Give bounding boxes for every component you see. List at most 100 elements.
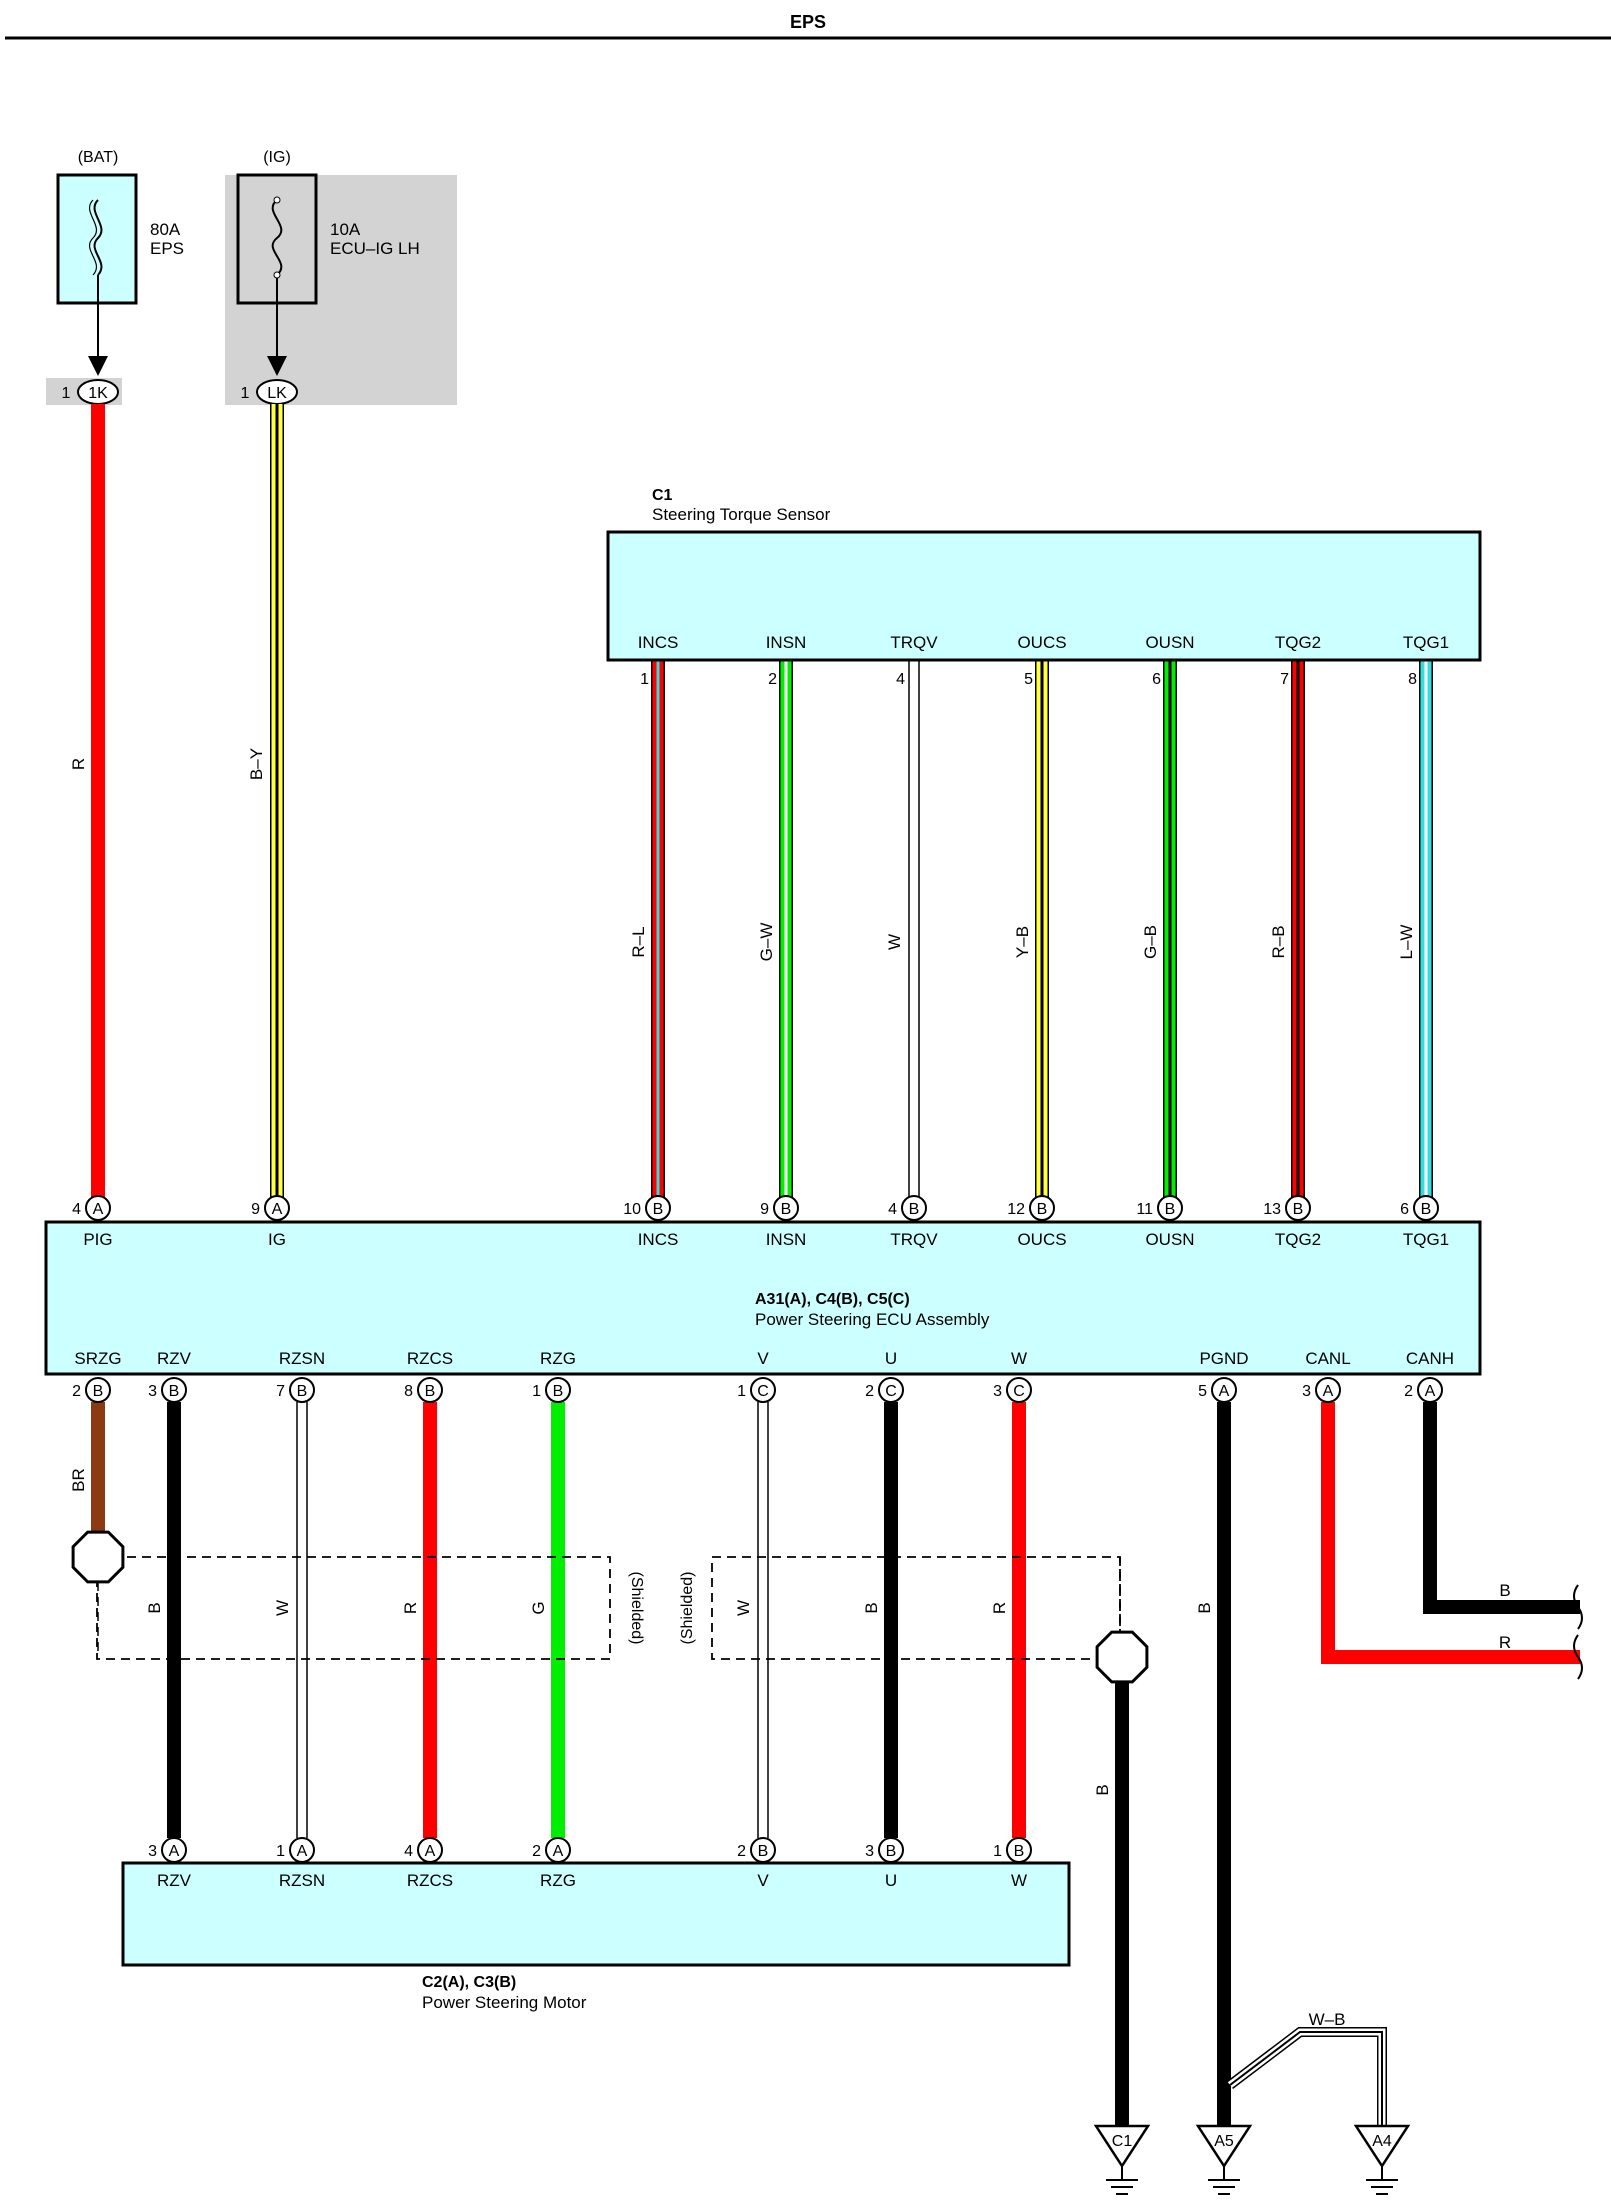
ground-a4-icon: A4 (1353, 2124, 1411, 2195)
ecu-connector-rzv: B3 (148, 1377, 187, 1403)
svg-text:2: 2 (72, 1383, 81, 1400)
bat-pin: 1 (62, 385, 71, 402)
shield-right-label: (Shielded) (679, 1572, 696, 1645)
svg-text:B: B (93, 1383, 104, 1400)
ecu-connector-v: C1 (737, 1377, 776, 1403)
svg-text:4: 4 (72, 1201, 81, 1218)
bat-fuse-name: EPS (150, 239, 184, 258)
ecu-terminal-pig: PIG (83, 1230, 112, 1249)
wire-ground-link-label: W–B (1309, 2010, 1346, 2029)
svg-text:2: 2 (737, 1843, 746, 1860)
torque-sensor-name: Steering Torque Sensor (652, 505, 831, 524)
svg-text:12: 12 (1007, 1201, 1025, 1218)
svg-text:2: 2 (1404, 1383, 1413, 1400)
motor-terminal-rzsn: RZSN (279, 1871, 325, 1890)
motor-connector-rzv: A3 (148, 1837, 187, 1863)
svg-text:5: 5 (1198, 1383, 1207, 1400)
sensor-terminal-tqg2: TQG2 (1275, 633, 1321, 652)
svg-text:A: A (1219, 1383, 1230, 1400)
ecu-terminal-tqg2: TQG2 (1275, 1230, 1321, 1249)
svg-text:C1: C1 (1112, 2133, 1133, 2150)
ecu-terminal-rzcs: RZCS (407, 1349, 453, 1368)
ecu-box (44, 1220, 1482, 1376)
ecu-connector-rzsn: B7 (276, 1377, 315, 1403)
svg-text:B: B (653, 1201, 664, 1218)
svg-text:B: B (886, 1843, 897, 1860)
svg-text:6: 6 (1400, 1201, 1409, 1218)
svg-text:11: 11 (1136, 1201, 1153, 1218)
ecu-terminal-rzv: RZV (157, 1349, 192, 1368)
wire-canh (1423, 1402, 1580, 1614)
svg-text:C: C (1013, 1383, 1025, 1400)
wire-rzsn (296, 1402, 308, 1838)
svg-text:B: B (297, 1383, 308, 1400)
ecu-connector-srzg: B2 (72, 1377, 111, 1403)
ecu-connector-canh: A2 (1404, 1377, 1443, 1403)
ecu-connector-rzg: B1 (532, 1377, 571, 1403)
ecu-terminal-pgnd: PGND (1199, 1349, 1248, 1368)
ig-fuse-name: ECU–IG LH (330, 239, 420, 258)
sensor-terminal-incs: INCS (638, 633, 679, 652)
svg-text:3: 3 (865, 1843, 874, 1860)
svg-text:2: 2 (865, 1383, 874, 1400)
ecu-terminal-rzsn: RZSN (279, 1349, 325, 1368)
motor-connector-u: B3 (865, 1837, 904, 1863)
motor-connector-rzcs: A4 (404, 1837, 443, 1863)
bat-fuse-icon (93, 199, 103, 276)
svg-text:A: A (272, 1201, 283, 1218)
ecu-connector-canl: A3 (1302, 1377, 1341, 1403)
sensor-terminal-oucs: OUCS (1017, 633, 1066, 652)
wire-sensor-7-label: L–W (1397, 925, 1416, 960)
motor-connector-w: B1 (993, 1837, 1032, 1863)
svg-text:B: B (169, 1383, 180, 1400)
sensor-pin: 5 (1024, 671, 1033, 688)
wire-sensor-5-label: G–B (1141, 925, 1160, 959)
svg-text:A: A (553, 1843, 564, 1860)
motor-terminal-rzcs: RZCS (407, 1871, 453, 1890)
svg-text:4: 4 (888, 1201, 897, 1218)
wire-break-2 (1573, 1634, 1583, 1680)
sensor-terminal-trqv: TRQV (890, 633, 938, 652)
ecu-terminal-incs: INCS (638, 1230, 679, 1249)
motor-code: C2(A), C3(B) (422, 1974, 516, 1991)
shield-splice-right (1095, 1630, 1149, 1684)
svg-text:A: A (297, 1843, 308, 1860)
ecu-connector-pig: A4 (72, 1195, 111, 1221)
wire-sensor-3-label: W (885, 934, 904, 950)
wire-rzg-label: G (529, 1601, 548, 1614)
ecu-connector-w: C3 (993, 1377, 1032, 1403)
svg-text:9: 9 (251, 1201, 260, 1218)
motor-connector-rzsn: A1 (276, 1837, 315, 1863)
motor-connector-v: B2 (737, 1837, 776, 1863)
sensor-pin: 6 (1152, 671, 1161, 688)
wire-w-label: R (990, 1602, 1009, 1614)
svg-text:A: A (425, 1843, 436, 1860)
ecu-terminal-srzg: SRZG (74, 1349, 121, 1368)
svg-text:3: 3 (993, 1383, 1002, 1400)
svg-text:B: B (1293, 1201, 1304, 1218)
wire-v-label: W (734, 1600, 753, 1616)
wire-pig-label: R (69, 758, 88, 770)
sensor-terminal-tqg1: TQG1 (1403, 633, 1449, 652)
wire-rzsn-label: W (273, 1600, 292, 1616)
wire-rzv-label: B (145, 1602, 164, 1613)
svg-text:A: A (1425, 1383, 1436, 1400)
ig-fuse-amp: 10A (330, 220, 361, 239)
svg-text:1: 1 (993, 1843, 1002, 1860)
svg-text:A5: A5 (1214, 2133, 1234, 2150)
wire-canh-label: B (1499, 1581, 1510, 1600)
ecu-terminal-rzg: RZG (540, 1349, 576, 1368)
wire-v (757, 1402, 769, 1838)
bat-source-label: (BAT) (78, 149, 119, 166)
shield-right (711, 1556, 1121, 1660)
wire-break-1 (1573, 1584, 1583, 1630)
svg-text:LK: LK (267, 385, 287, 402)
ground-a5-icon: A5 (1195, 2124, 1253, 2195)
ecu-connector-ig: A9 (251, 1195, 290, 1221)
svg-text:7: 7 (276, 1383, 285, 1400)
svg-text:B: B (553, 1383, 564, 1400)
motor-name: Power Steering Motor (422, 1993, 587, 2012)
svg-text:A: A (93, 1201, 104, 1218)
svg-text:2: 2 (532, 1843, 541, 1860)
